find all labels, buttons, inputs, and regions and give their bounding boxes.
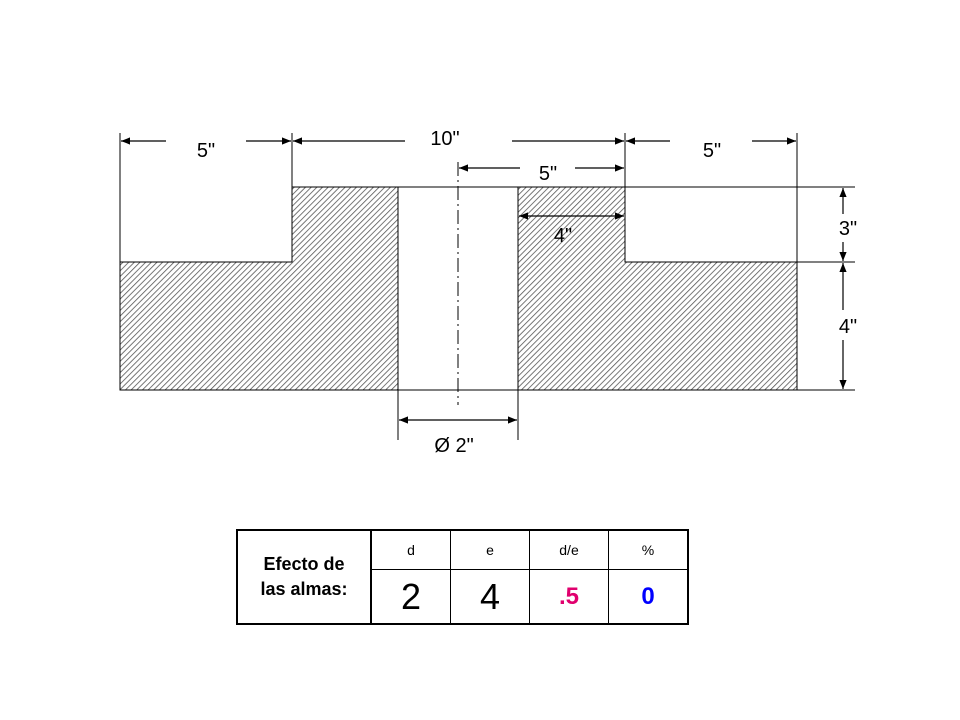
results-table: Efecto de las almas: d e d/e % 2 4 .5 0	[236, 529, 689, 625]
header-percent: %	[608, 529, 689, 571]
value-ratio: .5	[529, 569, 609, 625]
table-label-line2: las almas:	[260, 579, 348, 599]
table-label: Efecto de las almas:	[236, 529, 372, 625]
dim-web-height: 3"	[839, 218, 857, 240]
section-right-half	[517, 186, 798, 391]
dim-overall-web: 10"	[430, 128, 459, 150]
section-drawing: 5" 10" 5" 5" 4" 3" 4" Ø 2"	[119, 128, 857, 457]
dim-base-height: 4"	[839, 316, 857, 338]
section-left-half	[119, 186, 399, 391]
dim-hole-diameter: Ø 2"	[434, 435, 473, 457]
value-percent: 0	[608, 569, 689, 625]
header-ratio: d/e	[529, 529, 609, 571]
dim-inner-web: 4"	[554, 225, 572, 247]
dim-right-flange: 5"	[703, 140, 721, 162]
dim-center-to-web: 5"	[539, 163, 557, 185]
header-d: d	[370, 529, 451, 571]
table-value-row: 2 4 .5 0	[237, 569, 689, 625]
table-header-row: Efecto de las almas: d e d/e %	[236, 529, 689, 625]
table-label-line1: Efecto de	[263, 554, 345, 574]
header-e: e	[450, 529, 530, 571]
value-e: 4	[450, 569, 530, 625]
dim-left-flange: 5"	[197, 140, 215, 162]
value-d: 2	[370, 569, 451, 625]
